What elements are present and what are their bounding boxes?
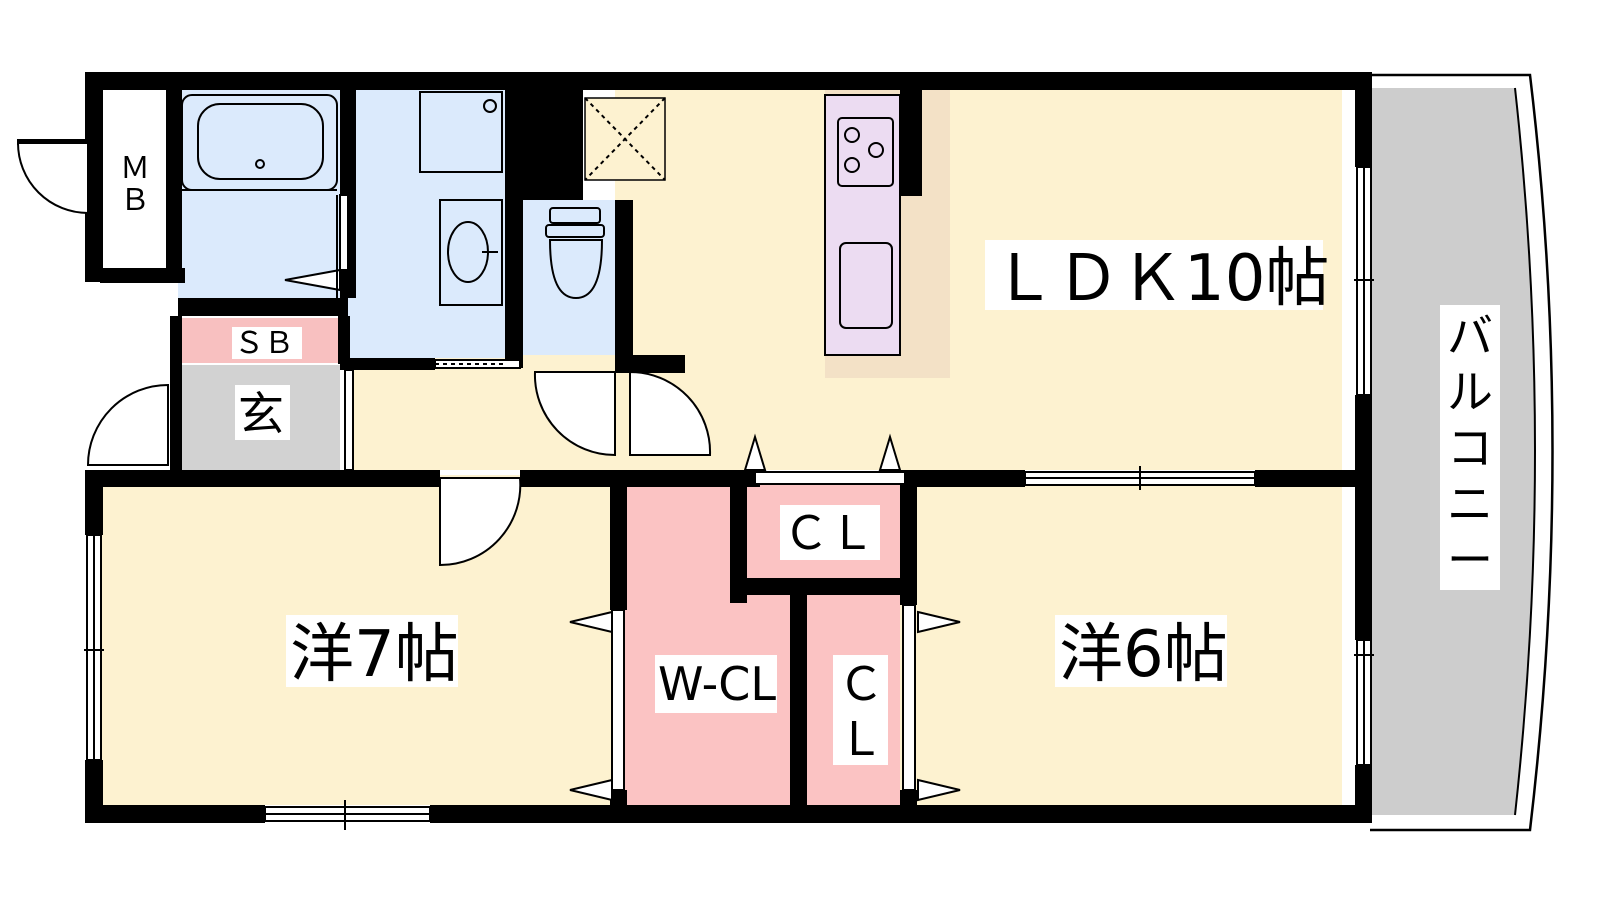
wall	[1355, 765, 1372, 823]
wall	[730, 578, 900, 595]
wall	[100, 268, 185, 283]
wall	[615, 355, 685, 373]
stove-icon	[837, 117, 894, 187]
door-icon	[754, 471, 906, 485]
wall	[1355, 72, 1372, 167]
wall	[790, 578, 807, 823]
door-triangle-icon	[917, 778, 961, 802]
wall	[85, 805, 265, 823]
wall	[340, 358, 435, 370]
room-label-balcony-1: バ	[1447, 309, 1493, 363]
wall	[905, 470, 1025, 487]
door-swing-icon	[86, 383, 169, 466]
wall	[338, 316, 350, 364]
walls	[85, 72, 1372, 823]
utility-shaft-icon	[584, 97, 666, 181]
door-triangle-icon	[917, 610, 961, 634]
door-triangle-icon	[878, 433, 902, 471]
fixtures	[181, 91, 894, 365]
wall	[900, 790, 917, 823]
balcony-railing	[1370, 73, 1554, 832]
wall	[1355, 395, 1372, 640]
room-label-balcony-4: ニ	[1447, 477, 1493, 531]
room-label-balcony-2: ル	[1447, 365, 1493, 419]
balcony-inner-line	[1514, 87, 1536, 816]
room-label-entrance: 玄	[238, 387, 284, 441]
room-label-ldk: ＬＤＫ10帖	[992, 242, 1329, 316]
wall	[170, 316, 182, 476]
door-swing-icon	[533, 371, 616, 457]
room-label-shoe-box: ＳＢ	[234, 326, 294, 361]
door-swing-icon	[439, 477, 522, 567]
washroom-floor	[345, 88, 505, 358]
room-label-western7: 洋7帖	[290, 618, 459, 692]
bathtub-icon	[181, 94, 338, 298]
door-icon	[339, 194, 349, 271]
room-label-cl-side-2: Ｌ	[838, 712, 884, 766]
wall	[900, 470, 917, 605]
bathroom-floor	[178, 88, 343, 298]
wall	[1255, 470, 1372, 487]
room-label-meter-box-2: Ｂ	[120, 183, 150, 218]
windows	[17, 139, 1374, 830]
room-label-wcl: W-CL	[658, 657, 776, 711]
wall	[610, 790, 627, 823]
door-icon	[902, 604, 916, 791]
wall	[610, 470, 627, 610]
room-label-cl-side-1: Ｃ	[838, 657, 884, 711]
labels: ＬＤＫ10帖 洋7帖 洋6帖 W-CL ＣＬ Ｃ Ｌ 玄 ＳＢ Ｍ Ｂ バ ル …	[120, 151, 1500, 766]
wall	[900, 88, 922, 196]
wall	[166, 88, 182, 283]
wall	[178, 298, 348, 316]
wall	[615, 200, 633, 355]
door-icon	[344, 369, 354, 471]
room-label-balcony-5: ー	[1447, 533, 1493, 587]
kitchen-unit	[824, 94, 901, 356]
washbasin-icon	[419, 91, 503, 306]
room-label-meter-box-1: Ｍ	[120, 151, 150, 186]
room-label-cl-top: ＣＬ	[783, 506, 875, 560]
door-swing-icon	[16, 142, 89, 215]
wall	[730, 478, 747, 603]
toilet-icon	[545, 207, 605, 300]
wall	[85, 72, 1370, 90]
door-icon	[611, 609, 625, 791]
door-triangle-icon	[743, 433, 767, 471]
door-swing-icon	[284, 268, 341, 292]
wall	[505, 88, 523, 368]
room-fills	[95, 88, 1535, 815]
room-label-western6: 洋6帖	[1059, 618, 1228, 692]
meterbox-floor	[100, 88, 168, 268]
door-swing-icon	[629, 370, 712, 456]
sink-icon	[839, 242, 893, 329]
wall	[523, 88, 583, 200]
wall	[85, 470, 440, 487]
wall	[85, 760, 103, 823]
wall	[520, 470, 760, 487]
room-label-balcony-3: コ	[1447, 421, 1493, 475]
wall	[85, 72, 103, 282]
